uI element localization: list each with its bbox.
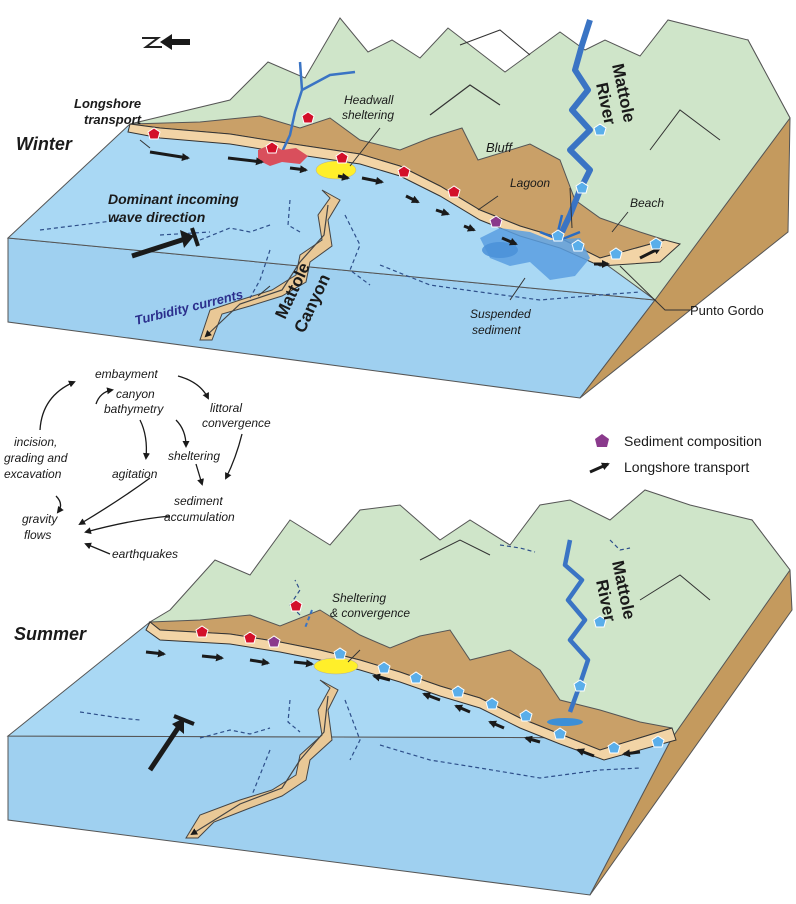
summer-longshore-arrows: [145, 649, 641, 758]
sediment-composition-icon: [595, 434, 609, 447]
winter-canyon: [199, 189, 341, 341]
cycle-littoral-2: convergence: [202, 416, 271, 430]
cycle-incision-2: grading and: [4, 451, 68, 465]
sheltering-label-2: & convergence: [330, 606, 410, 620]
winter-sheltering-zone: [315, 160, 357, 180]
cycle-canyon-2: bathymetry: [104, 402, 164, 416]
summer-sheltering-zone: [313, 657, 359, 675]
sheltering-label-1: Sheltering: [332, 591, 386, 605]
wave-label-2: wave direction: [108, 209, 205, 225]
winter-composition-markers: [147, 111, 663, 260]
feedback-cycle: [39, 375, 243, 555]
legend-transport-label: Longshore transport: [624, 459, 749, 475]
cycle-gravity-1: gravity: [22, 512, 58, 526]
summer-wave-arrow: [147, 714, 195, 772]
summer-season-label: Summer: [14, 624, 87, 644]
cycle-sheltering: sheltering: [168, 449, 220, 463]
winter-longshore-arrows: [149, 150, 662, 268]
winter-stream: [280, 61, 356, 153]
cycle-gravity-2: flows: [24, 528, 51, 542]
legend: Sediment composition Longshore transport: [589, 433, 762, 475]
suspended-label-1: Suspended: [470, 307, 531, 321]
cycle-accumulation-2: accumulation: [164, 510, 235, 524]
winter-block: [6, 17, 791, 399]
cycle-incision-1: incision,: [14, 435, 57, 449]
cycle-agitation: agitation: [112, 467, 158, 481]
summer-composition-markers: [195, 599, 665, 754]
summer-river: [562, 539, 591, 713]
wave-label-1: Dominant incoming: [108, 191, 239, 207]
longshore-transport-icon: [589, 462, 610, 474]
cycle-earthquakes: earthquakes: [112, 547, 178, 561]
wave-direction-arrow: [131, 227, 200, 259]
cycle-littoral-1: littoral: [210, 401, 242, 415]
bluff-label: Bluff: [486, 140, 513, 155]
cycle-accumulation-1: sediment: [174, 494, 223, 508]
longshore-label-2: transport: [84, 112, 142, 127]
winter-ridge-line: [429, 84, 501, 116]
longshore-label-1: Longshore: [74, 96, 141, 111]
winter-ridge-line: [459, 29, 531, 56]
summer-block-front: [7, 735, 673, 896]
legend-composition-label: Sediment composition: [624, 433, 762, 449]
winter-bathymetry-lines: [39, 199, 641, 301]
winter-season-label: Winter: [16, 134, 73, 154]
north-arrow-icon: [142, 34, 190, 50]
cycle-embayment: embayment: [95, 367, 158, 381]
winter-river: [559, 19, 593, 234]
headwall-label-2: sheltering: [342, 108, 394, 122]
cycle-incision-3: excavation: [4, 467, 62, 481]
headwall-label-1: Headwall: [344, 93, 394, 107]
cycle-canyon-1: canyon: [116, 387, 155, 401]
summer-block: [6, 489, 793, 896]
winter-ridge-line: [649, 109, 721, 151]
lagoon-label: Lagoon: [510, 176, 550, 190]
punto-gordo-label: Punto Gordo: [690, 303, 764, 318]
cycle-labels: embayment canyon bathymetry littoral con…: [4, 367, 271, 561]
suspended-label-2: sediment: [472, 323, 521, 337]
beach-label: Beach: [630, 196, 664, 210]
summer-bathymetry-lines: [79, 539, 641, 796]
